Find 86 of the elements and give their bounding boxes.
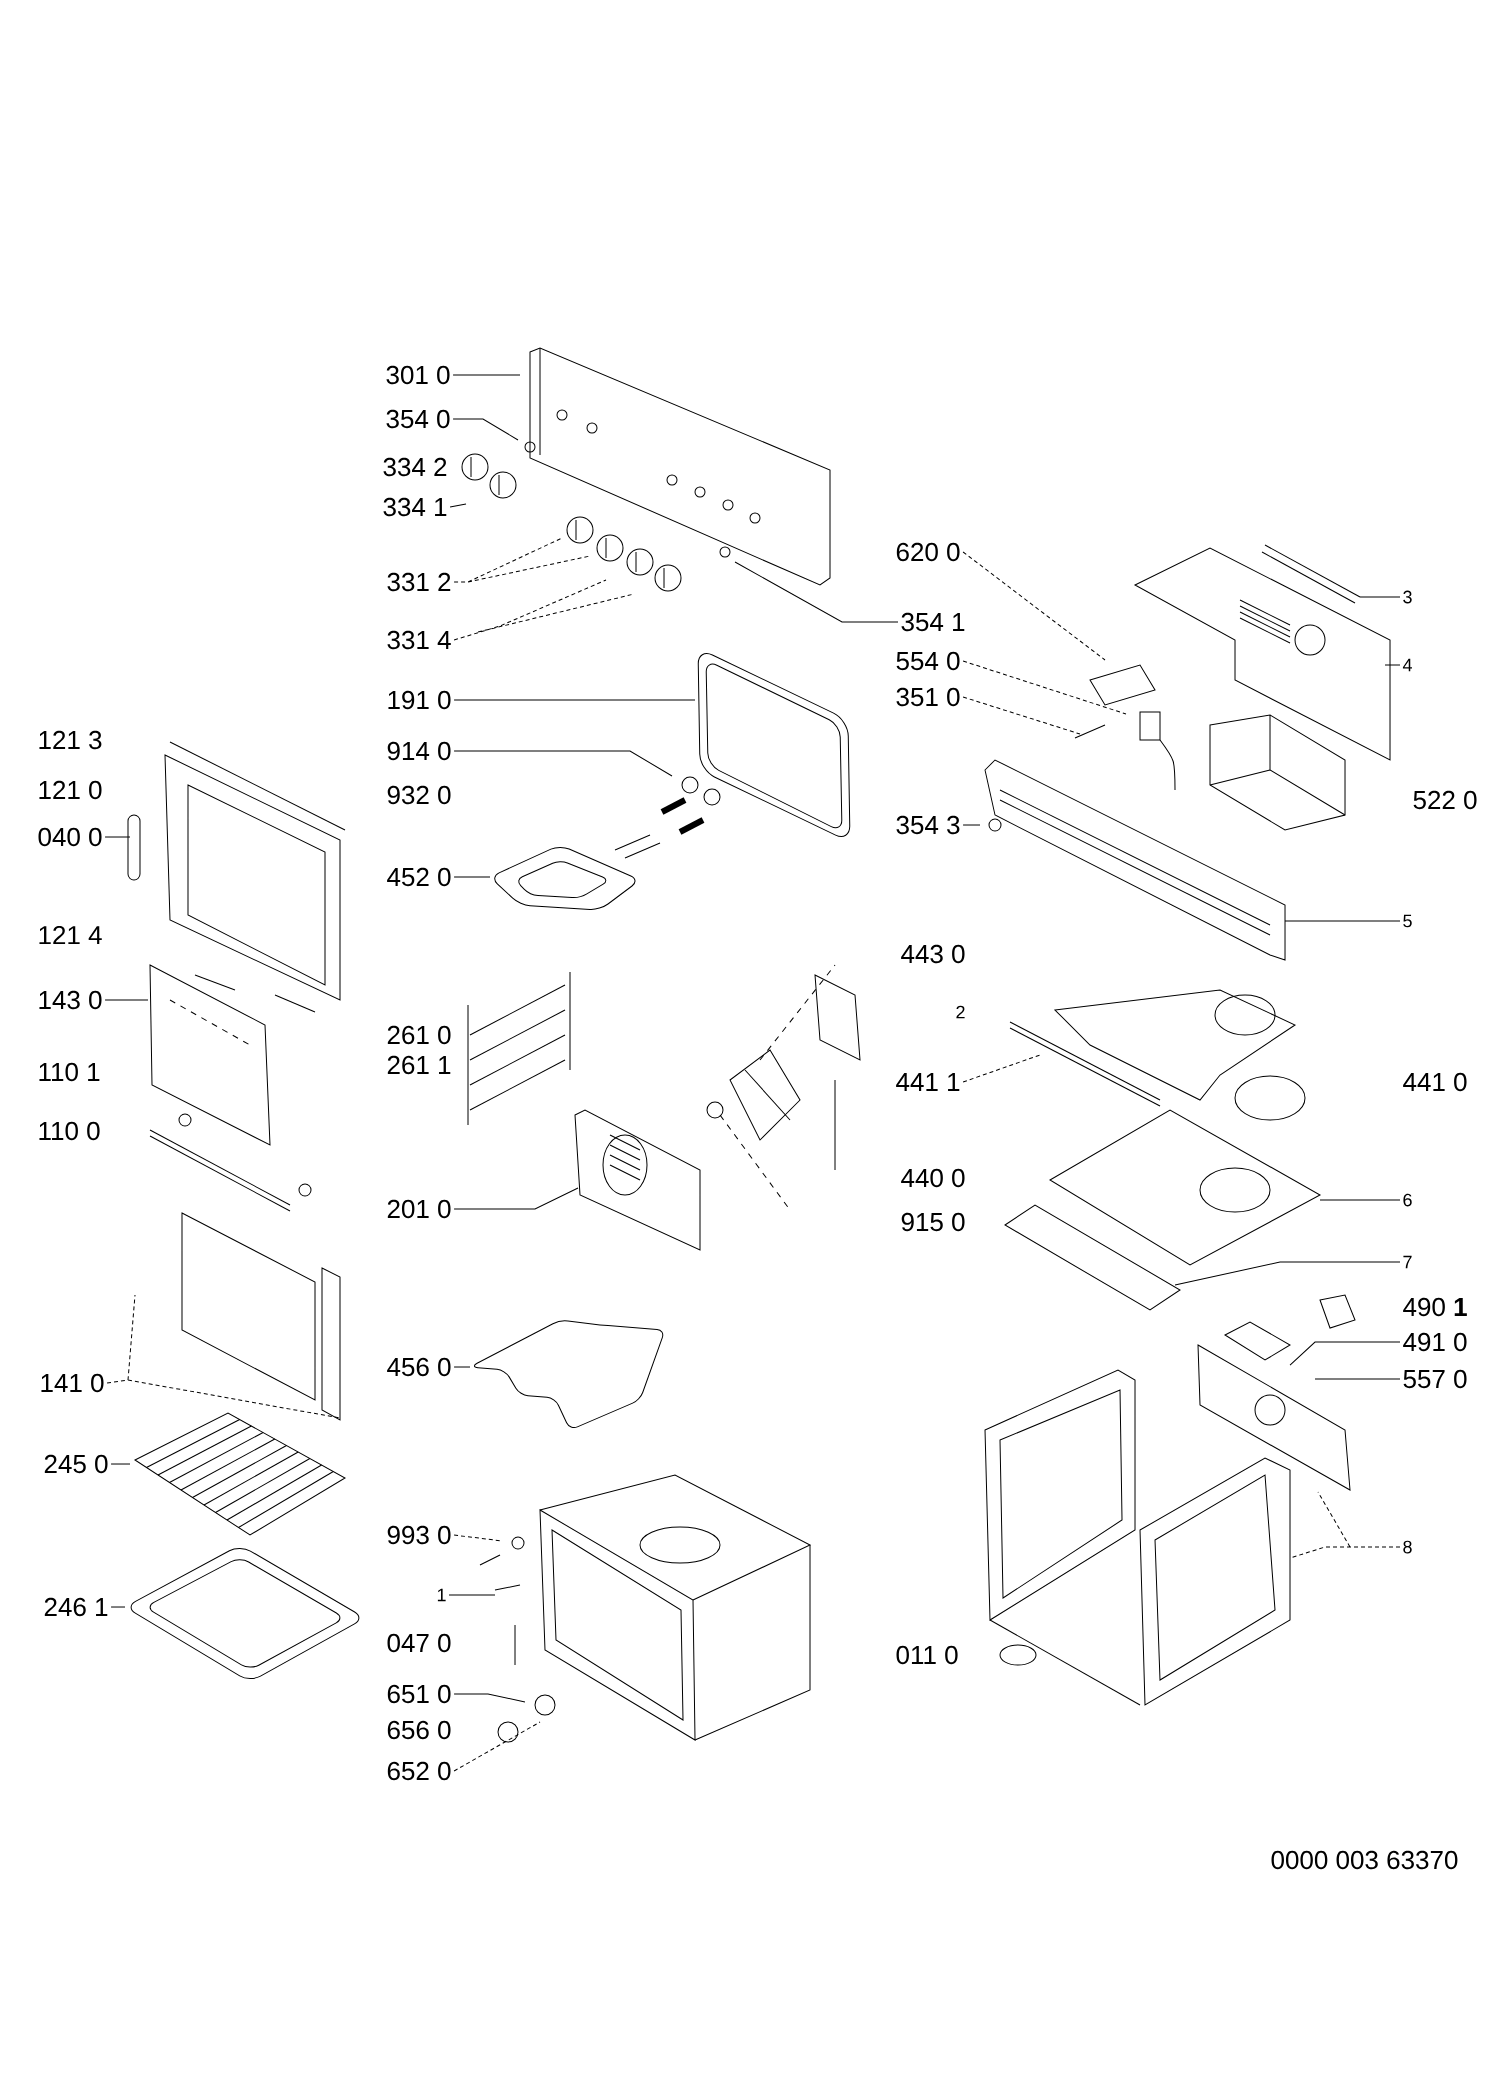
callout-number: 620 0 (896, 542, 960, 562)
callout-number: 651 0 (387, 1684, 451, 1704)
callout-number: 8 (1403, 1540, 1412, 1554)
leader-line (1289, 1491, 1401, 1559)
callout-number: 201 0 (387, 1199, 451, 1219)
leader-line (453, 1693, 526, 1703)
leader-line (452, 418, 519, 441)
leader-line (110, 1606, 126, 1608)
callout-number: 143 0 (39, 990, 102, 1010)
leader-line (453, 1534, 503, 1542)
callout-number: 932 0 (387, 785, 451, 805)
callout-number: 522 0 (1413, 790, 1477, 810)
callout-number: 121 4 (39, 925, 102, 945)
leader-line (453, 579, 635, 641)
callout-number: 011 0 (896, 1645, 958, 1665)
callout-number: 334 1 (383, 497, 447, 517)
callout-number: 110 1 (39, 1062, 100, 1082)
callout-number: 351 0 (896, 687, 960, 707)
leader-line (453, 537, 591, 583)
callout-number: 656 0 (387, 1720, 451, 1740)
callout-number: 993 0 (387, 1525, 451, 1545)
callout-number: 2 (956, 1005, 965, 1019)
callout-number: 491 0 (1403, 1332, 1467, 1352)
leader-line (453, 699, 696, 701)
drawing-number: 0000 003 63370 (1271, 1850, 1458, 1870)
leader-line (453, 750, 673, 777)
callout-number: 4 (1402, 658, 1412, 672)
leader-line (453, 1366, 471, 1368)
leader-line (962, 551, 1106, 661)
leader-line (962, 1054, 1041, 1083)
callout-number: 301 0 (386, 365, 450, 385)
callout-number: 121 0 (39, 780, 102, 800)
leader-line (1384, 664, 1401, 666)
leader-line (104, 999, 149, 1001)
callout-number: 246 1 (44, 1597, 108, 1617)
callout-number: 354 1 (901, 612, 965, 632)
callout-number: 7 (1403, 1255, 1412, 1269)
leader-line (962, 696, 1081, 735)
leader-line (104, 836, 131, 838)
leader-line (453, 876, 491, 878)
callout-number: 557 0 (1403, 1369, 1467, 1389)
leader-line (1284, 920, 1401, 922)
leader-line (1314, 1378, 1401, 1380)
leader-line (1319, 1199, 1401, 1201)
leader-line (1289, 1341, 1401, 1366)
callout-number: 354 3 (896, 815, 960, 835)
callout-number: 261 0 (387, 1025, 451, 1045)
callout-number: 047 0 (387, 1633, 451, 1653)
callout-number: 456 0 (387, 1357, 451, 1377)
callout-number: 441 1 (896, 1073, 960, 1091)
callout-number: 331 4 (387, 630, 451, 650)
leader-line (110, 1463, 131, 1465)
callout-number: 245 0 (44, 1454, 108, 1474)
callout-number: 261 1 (387, 1055, 451, 1075)
callout-number: 191 0 (388, 690, 451, 710)
callout-number: 652 0 (387, 1761, 451, 1781)
leader-line (449, 503, 467, 508)
callout-number: 110 0 (39, 1121, 100, 1141)
leader-line (734, 561, 899, 623)
leader-line (453, 1187, 579, 1210)
callout-number: 141 0 (41, 1373, 104, 1393)
callout-number: 441 0 (1403, 1072, 1467, 1092)
leader-line (452, 374, 521, 376)
callout-number: 554 0 (896, 651, 960, 671)
callout-number: 5 (1403, 914, 1412, 928)
callout-number: 440 0 (901, 1168, 965, 1188)
leader-line (453, 1721, 541, 1772)
leader-line (962, 660, 1127, 715)
leader-line (106, 1294, 341, 1419)
callout-number: 121 3 (39, 730, 102, 750)
leader-line (962, 824, 981, 826)
callout-number: 443 0 (901, 944, 965, 964)
callout-number: 040 0 (38, 827, 102, 847)
callout-number: 914 0 (387, 741, 451, 761)
leader-line (1359, 596, 1401, 598)
callout-number: 490 1 (1403, 1297, 1467, 1317)
callout-number: 915 0 (901, 1212, 965, 1232)
callout-number: 6 (1403, 1193, 1412, 1207)
callout-number: 452 0 (387, 867, 451, 887)
callout-number: 354 0 (386, 409, 450, 429)
callout-number: 334 2 (383, 457, 447, 477)
callout-number: 331 2 (387, 572, 451, 592)
leader-line (1174, 1261, 1401, 1286)
leader-line (448, 1594, 496, 1596)
callout-number: 1 (437, 1588, 446, 1602)
callout-number: 3 (1403, 590, 1412, 604)
